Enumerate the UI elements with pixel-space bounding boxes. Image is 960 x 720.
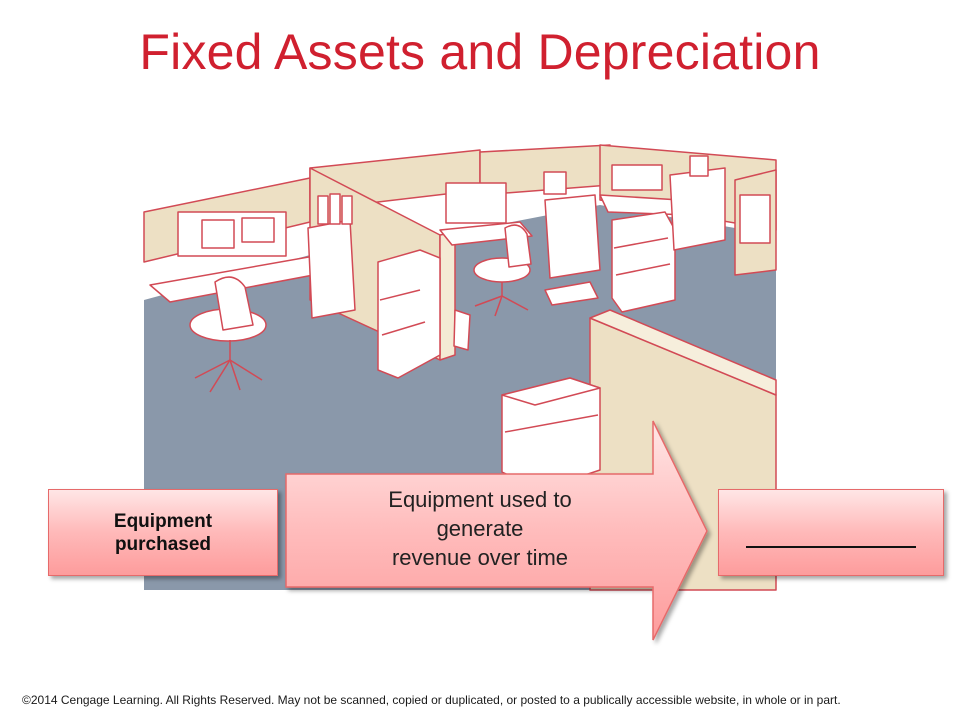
answer-blank-line [746,545,916,548]
equipment-purchased-label: Equipment purchased [113,510,213,555]
arrow-label: Equipment used to generate revenue over … [290,485,670,572]
copyright-footer: ©2014 Cengage Learning. All Rights Reser… [22,693,841,707]
arrow-label-line-2: generate [436,516,524,541]
equipment-purchased-box: Equipment purchased [48,489,278,576]
answer-blank-box [718,489,944,576]
process-arrow [285,420,708,641]
arrow-label-line-3: revenue over time [391,545,569,570]
slide-title: Fixed Assets and Depreciation [139,24,821,80]
arrow-label-line-1: Equipment used to [388,487,572,512]
